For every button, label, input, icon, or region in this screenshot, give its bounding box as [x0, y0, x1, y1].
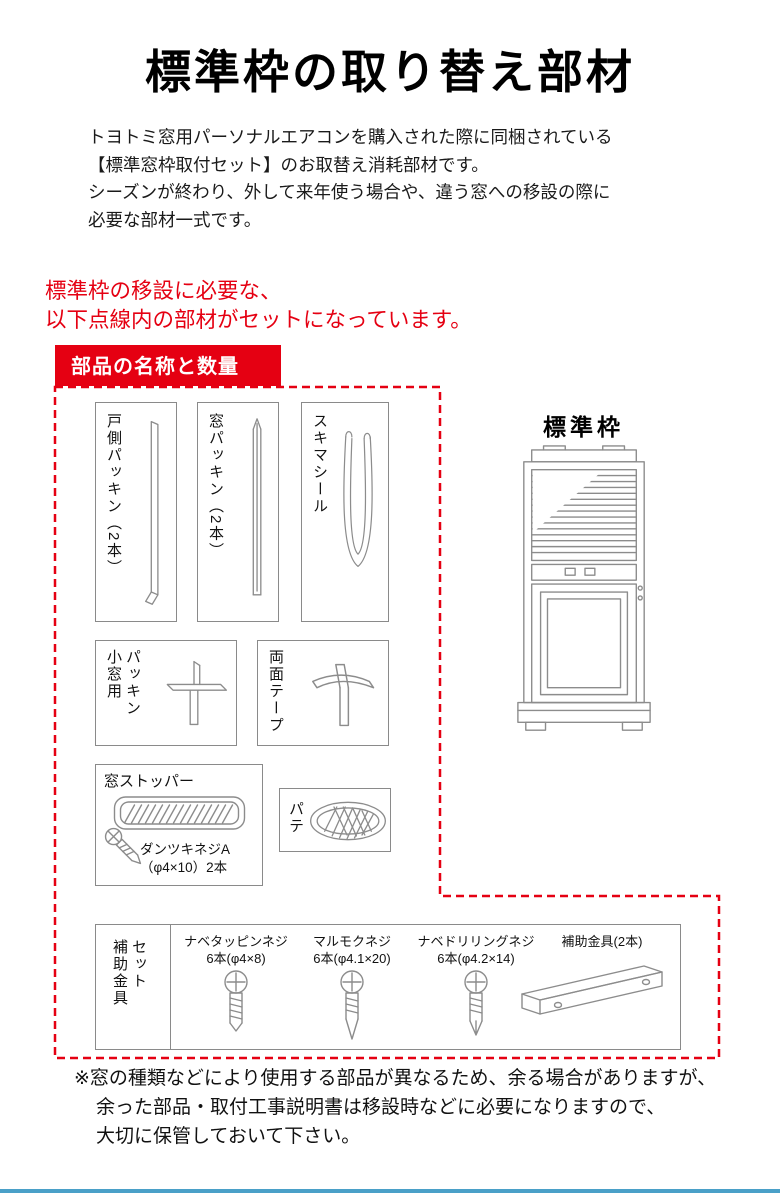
- bracket-set-label-cell: 補助金具 セット: [96, 925, 171, 1049]
- tapping-screw-drawing: [224, 970, 248, 1032]
- note-line-3: 大切に保管しておいて下さい。: [96, 1126, 361, 1147]
- gap-seal-label: スキマシール: [311, 413, 328, 515]
- bracket-set-label: 補助金具 セット: [111, 939, 147, 1007]
- putty-drawing: [310, 801, 386, 841]
- window-stopper-screw-label: ダンツキネジA （φ4×10）2本: [140, 842, 231, 875]
- note-line-2: 余った部品・取付工事説明書は移設時などに必要になりますので、: [96, 1097, 666, 1118]
- standard-frame-label: 標準枠: [543, 414, 624, 440]
- bracket-drawing: [521, 965, 663, 1015]
- double-sided-tape-label: 両面テープ: [267, 649, 284, 734]
- screw-group-drilling: ナベドリリングネジ 6本(φ4.2×14): [412, 933, 540, 1046]
- door-packing-drawing: [144, 420, 159, 605]
- note-line-1: ※窓の種類などにより使用する部品が異なるため、余る場合がありますが、: [74, 1068, 717, 1089]
- screw-group-wood: マルモクネジ 6本(φ4.1×20): [296, 933, 408, 1048]
- screw-group-tapping: ナベタッピンネジ 6本(φ4×8): [180, 933, 292, 1046]
- wood-screw-drawing: [340, 970, 364, 1040]
- intro-line-1: トヨトミ窓用パーソナルエアコンを購入された際に同梱されている: [88, 127, 613, 147]
- double-sided-tape-drawing: [312, 663, 375, 727]
- tapping-screw-name: ナベタッピンネジ: [184, 934, 288, 949]
- part-box-gap-seal: スキマシール: [301, 402, 389, 622]
- section-badge: 部品の名称と数量: [55, 345, 281, 386]
- part-box-window-packing: 窓パッキン（2本）: [197, 402, 279, 622]
- dantsuki-screw-drawing: [104, 827, 142, 865]
- lead-line-1: 標準枠の移設に必要な、: [45, 279, 282, 303]
- drilling-screw-qty: 6本(φ4.2×14): [437, 951, 515, 966]
- part-box-bracket-set: 補助金具 セット ナベタッピンネジ 6本(φ4×8) マルモクネジ 6本(φ4.…: [95, 924, 681, 1050]
- lead-red-text: 標準枠の移設に必要な、 以下点線内の部材がセットになっています。: [45, 277, 472, 334]
- intro-line-3: シーズンが終わり、外して来年使う場合や、違う窓への移設の際に: [88, 182, 611, 202]
- bracket-label: 補助金具(2本): [561, 934, 643, 949]
- putty-label: パテ: [287, 801, 304, 835]
- part-box-double-sided-tape: 両面テープ: [257, 640, 389, 746]
- lead-line-2: 以下点線内の部材がセットになっています。: [45, 307, 472, 332]
- drilling-screw-name: ナベドリリングネジ: [417, 934, 535, 949]
- intro-paragraph: トヨトミ窓用パーソナルエアコンを購入された際に同梱されている 【標準窓枠取付セッ…: [88, 124, 612, 234]
- door-packing-label: 戸側パッキン（2本）: [105, 413, 122, 577]
- tapping-screw-qty: 6本(φ4×8): [206, 951, 266, 966]
- window-stopper-drawing: [113, 796, 246, 830]
- page-title: 標準枠の取り替え部材: [145, 46, 635, 98]
- window-packing-label: 窓パッキン（2本）: [207, 413, 224, 560]
- bracket-group: 補助金具(2本): [521, 933, 672, 1027]
- wood-screw-qty: 6本(φ4.1×20): [313, 951, 391, 966]
- intro-line-4: 必要な部材一式です。: [88, 209, 262, 230]
- part-box-door-packing: 戸側パッキン（2本）: [95, 402, 177, 622]
- drilling-screw-drawing: [464, 970, 488, 1036]
- part-box-window-stopper: 窓ストッパー ダンツキネジA （φ4×10）2本: [95, 764, 263, 886]
- gap-seal-drawing: [343, 431, 373, 567]
- small-window-packing-label: 小窓用 パッキン: [105, 649, 141, 717]
- intro-line-2: 【標準窓枠取付セット】のお取替え消耗部材です。: [88, 154, 489, 175]
- standard-frame-drawing: [517, 445, 651, 731]
- part-box-putty: パテ: [279, 788, 391, 852]
- window-packing-drawing: [252, 418, 262, 596]
- window-stopper-label: 窓ストッパー: [104, 773, 195, 790]
- wood-screw-name: マルモクネジ: [312, 934, 391, 949]
- bottom-divider: [0, 1189, 780, 1193]
- note-paragraph: ※窓の種類などにより使用する部品が異なるため、余る場合がありますが、 余った部品…: [74, 1064, 716, 1151]
- small-window-packing-drawing: [166, 660, 228, 726]
- part-box-small-window-packing: 小窓用 パッキン: [95, 640, 237, 746]
